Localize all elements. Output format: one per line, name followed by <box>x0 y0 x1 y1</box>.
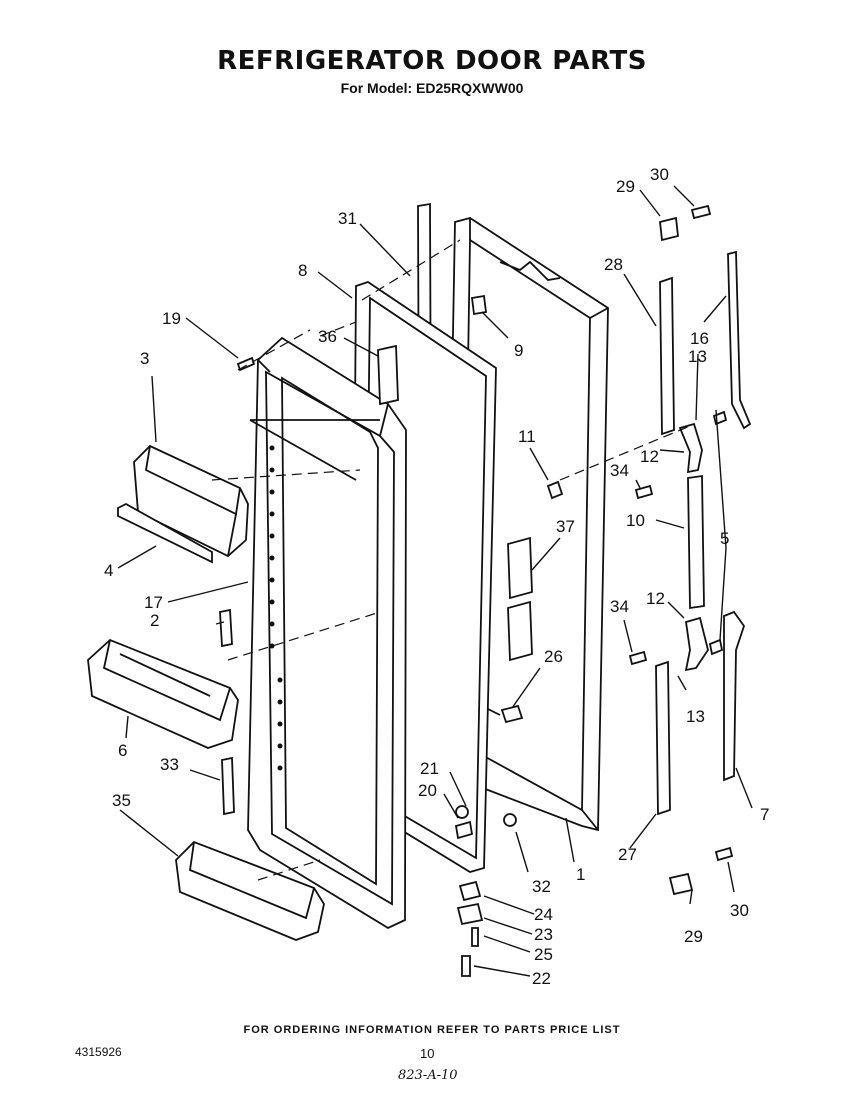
shelf-support-lower <box>221 756 235 816</box>
callout-28: 28 <box>604 255 623 274</box>
callout-16: 16 <box>690 329 709 348</box>
page-title: REFRIGERATOR DOOR PARTS <box>217 46 647 76</box>
callout-34-lower: 34 <box>610 597 629 616</box>
handle-bottom-cap <box>668 846 734 896</box>
callout-36: 36 <box>318 327 337 346</box>
callout-32: 32 <box>532 877 551 896</box>
callout-29-bottom: 29 <box>684 927 703 946</box>
handle-bracket-lower <box>684 616 724 672</box>
insulation-block-lower <box>507 600 533 662</box>
callout-7: 7 <box>760 805 769 824</box>
callout-27: 27 <box>618 845 637 864</box>
callout-3: 3 <box>140 349 149 368</box>
document-number: 4315926 <box>75 1045 122 1059</box>
handle-screw-upper <box>634 484 654 500</box>
callout-1: 1 <box>576 865 585 884</box>
handle-trim-lower <box>655 660 671 816</box>
door-plug <box>470 294 488 316</box>
ordering-note: FOR ORDERING INFORMATION REFER TO PARTS … <box>243 1024 621 1036</box>
page-number: 10 <box>420 1046 435 1061</box>
spacer-block <box>377 344 399 406</box>
handle-screw-lower <box>628 650 648 666</box>
callout-29-top: 29 <box>616 177 635 196</box>
handwritten-code: 823-A-10 <box>398 1068 458 1083</box>
inner-door-frame <box>247 336 407 930</box>
liner-screw <box>236 356 256 372</box>
callout-9: 9 <box>514 341 523 360</box>
callout-2: 2 <box>150 611 159 630</box>
hinge-bushing <box>454 805 517 840</box>
shelf-holes <box>269 445 283 771</box>
callout-25: 25 <box>534 945 553 964</box>
callout-31: 31 <box>338 209 357 228</box>
callout-4: 4 <box>104 561 113 580</box>
callout-23: 23 <box>534 925 553 944</box>
retainer-clip <box>546 480 564 500</box>
callout-12-upper: 12 <box>640 447 659 466</box>
callout-5: 5 <box>720 529 729 548</box>
insulation-block-upper <box>507 536 533 600</box>
callout-13-upper: 13 <box>688 347 707 366</box>
callout-24: 24 <box>534 905 553 924</box>
callout-22: 22 <box>532 969 551 988</box>
handle-tube <box>687 474 705 610</box>
handle-strip-lower <box>723 610 745 782</box>
callout-21: 21 <box>420 759 439 778</box>
callout-10: 10 <box>626 511 645 530</box>
door-shelf <box>87 638 239 749</box>
callout-19: 19 <box>162 309 181 328</box>
callout-33: 33 <box>160 755 179 774</box>
callout-30-bottom: 30 <box>730 901 749 920</box>
callout-35: 35 <box>112 791 131 810</box>
assembly-lines <box>211 239 691 881</box>
callout-labels: 1 2 3 4 5 6 7 8 9 10 11 12 12 13 13 16 1… <box>104 165 769 988</box>
callout-8: 8 <box>298 261 307 280</box>
callout-17: 17 <box>144 593 163 612</box>
callout-6: 6 <box>118 741 127 760</box>
callout-34-upper: 34 <box>610 461 629 480</box>
callout-12-lower: 12 <box>646 589 665 608</box>
handle-bracket-upper <box>678 410 728 474</box>
handle-trim-upper <box>659 276 675 436</box>
handle-strip-upper <box>727 250 752 430</box>
shelf-support-upper <box>219 608 233 648</box>
callout-26: 26 <box>544 647 563 666</box>
callout-37: 37 <box>556 517 575 536</box>
leader-lines <box>117 185 753 977</box>
lower-hinge-parts <box>456 880 484 977</box>
model-subtitle: For Model: ED25RQXWW00 <box>340 80 524 96</box>
bracket <box>500 704 524 724</box>
handle-top-cap <box>659 204 712 242</box>
callout-13-lower: 13 <box>686 707 705 726</box>
callout-30-top: 30 <box>650 165 669 184</box>
dairy-bin-trim <box>117 502 213 564</box>
lower-door-shelf <box>175 840 325 941</box>
callout-11: 11 <box>518 427 536 446</box>
callout-20: 20 <box>418 781 437 800</box>
